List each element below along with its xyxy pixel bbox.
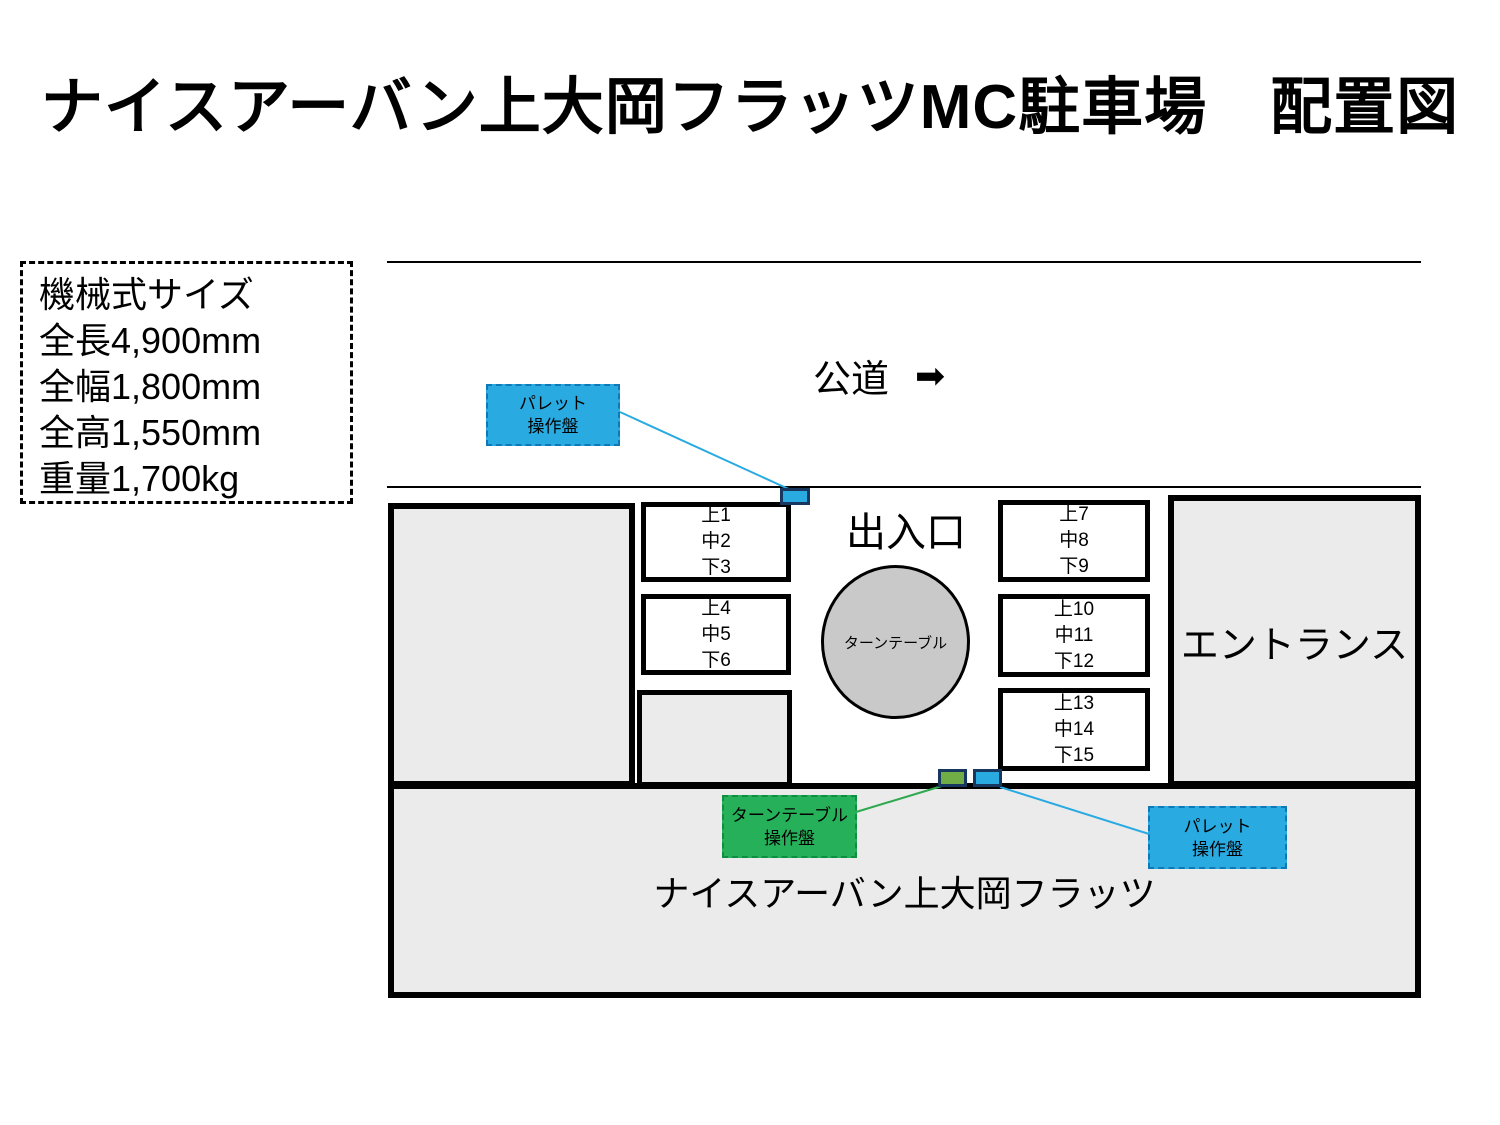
stall-line: 下6 bbox=[701, 649, 731, 671]
stall-line: 上1 bbox=[701, 505, 731, 526]
panel-line: パレット bbox=[1183, 816, 1252, 836]
leader-line-pallet-top bbox=[619, 411, 794, 492]
stall-line: 中5 bbox=[701, 623, 731, 645]
right-arrow-icon: ➡ bbox=[915, 354, 946, 396]
entrance-label: エントランス bbox=[1180, 624, 1409, 667]
spec-box: 機械式サイズ 全長4,900mm 全幅1,800mm 全高1,550mm 重量1… bbox=[20, 261, 353, 504]
spec-line-height: 全高1,550mm bbox=[39, 412, 262, 453]
left-building-block bbox=[388, 503, 635, 787]
stall-line: 中8 bbox=[1059, 530, 1089, 551]
stall-line: 下9 bbox=[1059, 556, 1089, 577]
spec-heading: 機械式サイズ bbox=[39, 274, 254, 315]
stall-line: 上7 bbox=[1059, 504, 1089, 525]
panel-line: 操作盤 bbox=[764, 828, 815, 848]
panel-line: 操作盤 bbox=[527, 417, 579, 436]
turntable-panel-marker bbox=[938, 769, 967, 787]
pallet-panel-marker-bottom bbox=[973, 769, 1002, 787]
entrance-block: エントランス bbox=[1168, 495, 1421, 787]
stall-line: 下3 bbox=[701, 557, 731, 578]
turntable-label: ターンテーブル bbox=[843, 634, 948, 652]
building-label: ナイスアーバン上大岡フラッツ bbox=[653, 872, 1156, 914]
panel-line: ターンテーブル bbox=[730, 805, 849, 825]
spec-line-width: 全幅1,800mm bbox=[39, 366, 262, 407]
stall-line: 上10 bbox=[1053, 598, 1095, 620]
pallet-control-panel-callout-top: パレット 操作盤 bbox=[486, 384, 620, 446]
road-label: 公道 bbox=[813, 359, 890, 401]
gate-label: 出入口 bbox=[846, 511, 966, 555]
stall-line: 上13 bbox=[1053, 692, 1095, 714]
road-top-line bbox=[387, 261, 1421, 263]
stall-line: 中11 bbox=[1054, 624, 1094, 646]
road-bottom-line bbox=[387, 486, 1421, 488]
turntable: ターンテーブル bbox=[821, 565, 970, 719]
pallet-control-panel-callout-bottom: パレット 操作盤 bbox=[1148, 806, 1287, 869]
stall-1-2-3: 上1 中2 下3 bbox=[641, 502, 791, 582]
stall-line: 中2 bbox=[701, 531, 731, 552]
spec-line-length: 全長4,900mm bbox=[39, 320, 262, 361]
stall-line: 中14 bbox=[1053, 718, 1095, 740]
pallet-panel-marker-top bbox=[780, 488, 810, 505]
stall-7-8-9: 上7 中8 下9 bbox=[998, 500, 1150, 582]
stall-13-14-15: 上13 中14 下15 bbox=[998, 688, 1150, 771]
panel-line: パレット bbox=[519, 394, 587, 413]
spec-line-weight: 重量1,700kg bbox=[39, 458, 240, 499]
stall-line: 上4 bbox=[701, 597, 731, 619]
turntable-control-panel-callout: ターンテーブル 操作盤 bbox=[722, 795, 857, 858]
stall-4-5-6: 上4 中5 下6 bbox=[641, 594, 791, 675]
stall-line: 下12 bbox=[1053, 650, 1095, 672]
lower-left-gray-block bbox=[637, 690, 792, 787]
stall-line: 下15 bbox=[1053, 744, 1095, 766]
road-label-group: 公道 ➡ bbox=[813, 348, 945, 403]
page-title: ナイスアーバン上大岡フラッツMC駐車場 配置図 bbox=[40, 73, 1460, 142]
stall-10-11-12: 上10 中11 下12 bbox=[998, 594, 1150, 677]
panel-line: 操作盤 bbox=[1192, 839, 1243, 859]
